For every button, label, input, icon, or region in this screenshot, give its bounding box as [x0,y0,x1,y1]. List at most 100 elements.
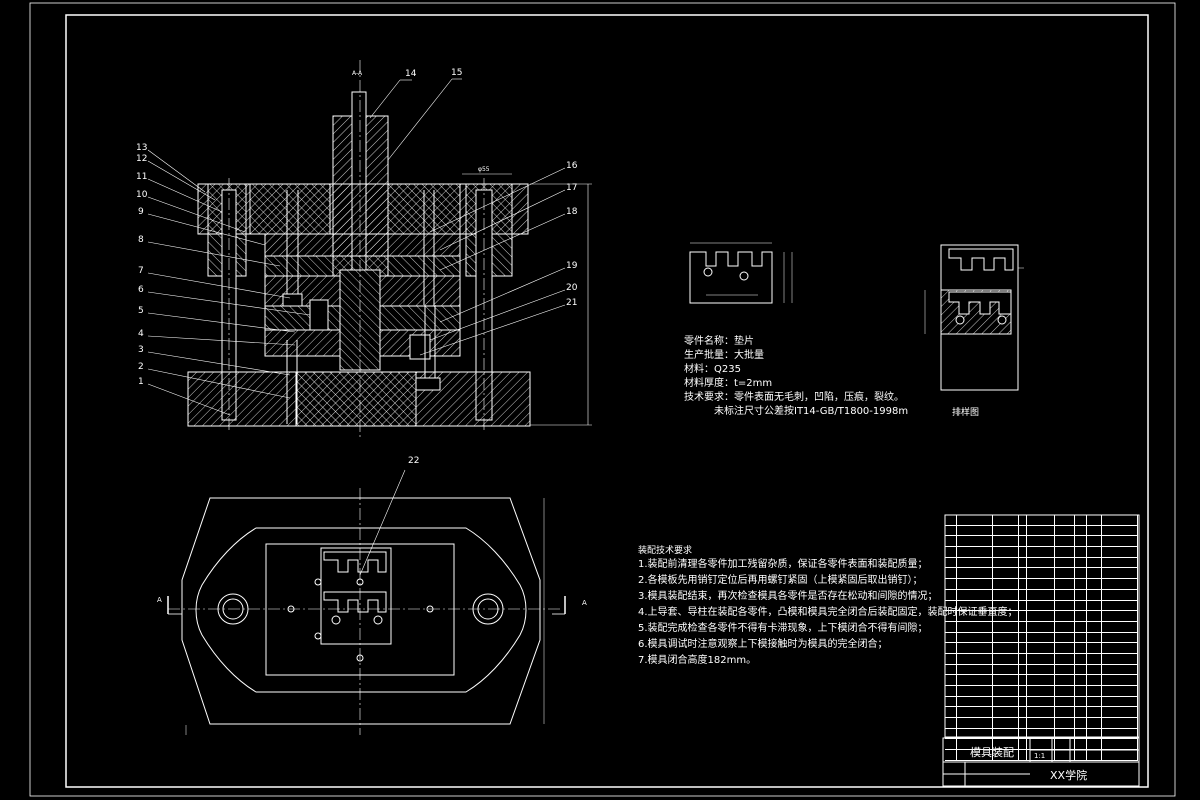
bom-cell [1055,643,1075,653]
part-label-17: 17 [566,183,578,193]
bom-cell [1075,536,1087,547]
bom-cell [1102,686,1138,696]
bom-cell [945,525,957,536]
bom-cell [1075,653,1087,664]
bom-row [945,718,1138,729]
bom-row [945,536,1138,548]
bom-cell [1055,557,1075,568]
bom-cell [1055,728,1075,739]
bom-cell [1019,557,1027,568]
bom-cell [993,707,1019,718]
bom-cell [1075,525,1087,536]
bom-table [945,515,1138,761]
bom-cell [1055,589,1075,600]
bom-cell [1087,525,1102,536]
bom-cell [945,557,957,568]
bom-row [945,525,1138,537]
section-view [147,60,592,440]
bom-cell [1027,728,1055,739]
bom-cell [1055,579,1075,589]
bom-cell [1019,728,1027,739]
bom-cell [993,686,1019,696]
bom-cell [1087,653,1102,664]
bom-cell [1075,568,1087,579]
bom-cell [1075,728,1087,739]
bom-cell [945,750,957,760]
note-tolerance: 未标注尺寸公差按IT14-GB/T1800-1998m [714,406,909,417]
bom-cell [1102,579,1138,589]
bom-cell [1102,653,1138,664]
bom-cell [1027,653,1055,664]
bom-cell [1055,536,1075,547]
bom-cell [1087,728,1102,739]
bom-cell [1087,675,1102,685]
bom-cell [1019,707,1027,718]
bom-cell [1102,739,1138,750]
bom-cell [993,568,1019,579]
bom-cell [1087,579,1102,589]
bom-cell [945,707,957,718]
assembly-note-1: 1.装配前清理各零件加工残留杂质，保证各零件表面和装配质量； [638,559,928,570]
bom-cell [957,739,993,750]
bom-cell [993,728,1019,739]
bom-cell [1019,515,1027,525]
bom-cell [1027,525,1055,536]
bom-cell [957,728,993,739]
bom-cell [1055,547,1075,557]
bom-cell [957,653,993,664]
bom-cell [1055,525,1075,536]
bom-cell [1102,696,1138,707]
assembly-note-6: 6.模具调试时注意观察上下模接触时为模具的完全闭合； [638,639,888,650]
bom-cell [945,675,957,685]
bom-cell [1055,611,1075,621]
bom-cell [993,536,1019,547]
bom-cell [945,664,957,675]
bom-cell [1102,557,1138,568]
bom-cell [957,718,993,728]
dimension-top: φ55 [478,166,490,173]
bom-cell [1102,600,1138,611]
bom-cell [1027,750,1055,760]
part-label-19: 19 [566,261,578,271]
part-label-7: 7 [138,266,144,276]
bom-cell [993,696,1019,707]
bom-cell [993,643,1019,653]
bom-cell [993,547,1019,557]
bom-cell [945,547,957,557]
bom-cell [1055,686,1075,696]
bom-cell [1075,611,1087,621]
part-label-5: 5 [138,306,144,316]
part-label-3: 3 [138,345,144,355]
bom-row [945,600,1138,612]
bom-cell [993,600,1019,611]
bom-cell [957,579,993,589]
part-drawing [689,242,793,304]
note-material: 材料：Q235 [684,364,741,375]
bom-cell [1055,696,1075,707]
bom-cell [1019,643,1027,653]
bom-cell [945,600,957,611]
part-label-20: 20 [566,283,578,293]
bom-cell [945,611,957,621]
bom-cell [1019,621,1027,632]
bom-cell [945,653,957,664]
bom-cell [1087,696,1102,707]
assembly-notes-heading: 装配技术要求 [638,546,693,556]
note-tech-req: 技术要求：零件表面无毛刺，凹陷，压痕，裂纹。 [684,392,904,403]
bom-cell [1055,515,1075,525]
bom-cell [957,547,993,557]
bom-cell [1019,525,1027,536]
inner-border [65,14,1149,788]
bom-row [945,568,1138,580]
bom-cell [945,589,957,600]
bom-cell [1102,632,1138,643]
bom-cell [1027,568,1055,579]
bom-cell [1087,750,1102,760]
assembly-note-5: 5.装配完成检查各零件不得有卡滞现象，上下模闭合不得有间隙； [638,623,928,634]
bom-cell [1027,686,1055,696]
bom-cell [1075,600,1087,611]
bom-row [945,611,1138,622]
bom-cell [1087,739,1102,750]
bom-row [945,750,1138,761]
